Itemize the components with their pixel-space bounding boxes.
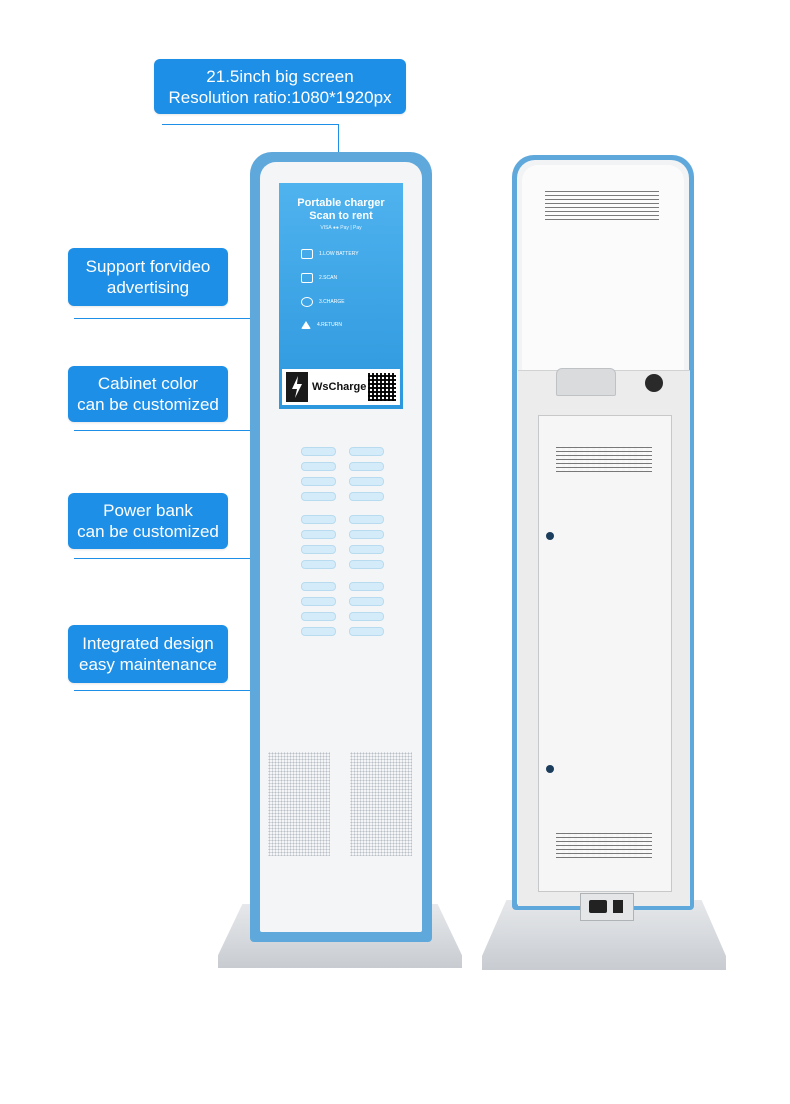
screen-title-2: Scan to rent <box>309 210 373 222</box>
video-line1: Support forvideo <box>85 257 211 276</box>
design-leader <box>74 690 288 691</box>
color-leader <box>74 430 288 431</box>
integrated-design-callout: Integrated design easy maintenance <box>68 625 228 683</box>
power-bank-slot[interactable] <box>301 492 336 501</box>
lightning-logo-icon <box>286 372 308 402</box>
power-bank-slot[interactable] <box>301 545 336 554</box>
power-bank-slot[interactable] <box>349 530 384 539</box>
step-scan: 2.SCAN <box>301 273 397 283</box>
brand-name: WsCharge <box>312 381 367 393</box>
power-bank-callout: Power bank can be customized <box>68 493 228 549</box>
power-bank-slot[interactable] <box>301 447 336 456</box>
powerbank-line1: Power bank <box>103 501 193 520</box>
color-line2: can be customized <box>77 395 219 414</box>
power-bank-slot[interactable] <box>349 492 384 501</box>
speaker-grille-left <box>268 752 330 856</box>
step-label: 3.CHARGE <box>319 299 345 305</box>
power-bank-slot[interactable] <box>301 612 336 621</box>
power-bank-slot[interactable] <box>349 515 384 524</box>
video-line2: advertising <box>106 278 190 297</box>
power-bank-slot[interactable] <box>349 447 384 456</box>
video-leader <box>74 318 284 319</box>
power-bank-slot[interactable] <box>301 477 336 486</box>
power-bank-slot[interactable] <box>301 560 336 569</box>
step-low-battery: 1.LOW BATTERY <box>301 249 397 259</box>
video-advertising-callout: Support forvideo advertising <box>68 248 228 306</box>
screen-title-1: Portable charger <box>297 197 385 209</box>
screen-spec-line1: 21.5inch big screen <box>206 66 354 86</box>
qr-code-icon[interactable] <box>368 373 396 401</box>
power-bank-slot[interactable] <box>349 477 384 486</box>
design-line2: easy maintenance <box>79 655 217 674</box>
power-bank-slot[interactable] <box>301 515 336 524</box>
screen-spec-callout: 21.5inch big screen Resolution ratio:108… <box>154 59 406 114</box>
cabinet-color-callout: Cabinet color can be customized <box>68 366 228 422</box>
power-bank-slot[interactable] <box>301 582 336 591</box>
powerbank-line2: can be customized <box>77 522 219 541</box>
power-bank-slot[interactable] <box>349 560 384 569</box>
front-kiosk-screen[interactable]: Portable charger Scan to rent VISA ●● Pa… <box>279 183 403 409</box>
arrow-up-icon <box>301 321 311 329</box>
back-service-door[interactable] <box>538 415 672 892</box>
color-line1: Cabinet color <box>97 374 199 393</box>
power-bank-slot[interactable] <box>349 597 384 606</box>
power-bank-slot[interactable] <box>301 462 336 471</box>
step-charge: 3.CHARGE <box>301 297 397 307</box>
power-bank-slot[interactable] <box>349 462 384 471</box>
powerbank-leader <box>74 558 290 559</box>
scan-icon <box>301 273 313 283</box>
step-label: 1.LOW BATTERY <box>319 251 359 257</box>
lock-icon-lower[interactable] <box>546 765 554 773</box>
speaker-grille-right <box>350 752 412 856</box>
power-bank-slot[interactable] <box>349 627 384 636</box>
battery-icon <box>301 249 313 259</box>
power-inlet[interactable] <box>580 893 634 921</box>
back-handle[interactable] <box>556 368 616 396</box>
screen-spec-line2: Resolution ratio:1080*1920px <box>168 87 392 107</box>
power-bank-slot[interactable] <box>301 530 336 539</box>
power-button-icon[interactable] <box>645 374 663 392</box>
power-socket-icon <box>589 900 607 913</box>
power-bank-slot[interactable] <box>301 627 336 636</box>
power-bank-slot[interactable] <box>349 545 384 554</box>
power-switch-icon <box>613 900 623 913</box>
step-return: 4.RETURN <box>301 321 397 329</box>
lock-icon-upper[interactable] <box>546 532 554 540</box>
step-label: 2.SCAN <box>319 275 338 281</box>
back-door-vent-bottom <box>556 832 652 858</box>
power-bank-slot[interactable] <box>301 597 336 606</box>
payment-logos: VISA ●● Pay | Pay <box>320 225 362 231</box>
step-label: 4.RETURN <box>317 322 343 328</box>
power-bank-slot[interactable] <box>349 612 384 621</box>
back-door-vent-top <box>556 446 652 472</box>
screen-leader-h <box>162 124 338 125</box>
design-line1: Integrated design <box>82 634 214 653</box>
power-bank-slot[interactable] <box>349 582 384 591</box>
charge-icon <box>301 297 313 307</box>
brand-banner: WsCharge <box>282 369 400 405</box>
back-top-vent <box>545 190 659 220</box>
